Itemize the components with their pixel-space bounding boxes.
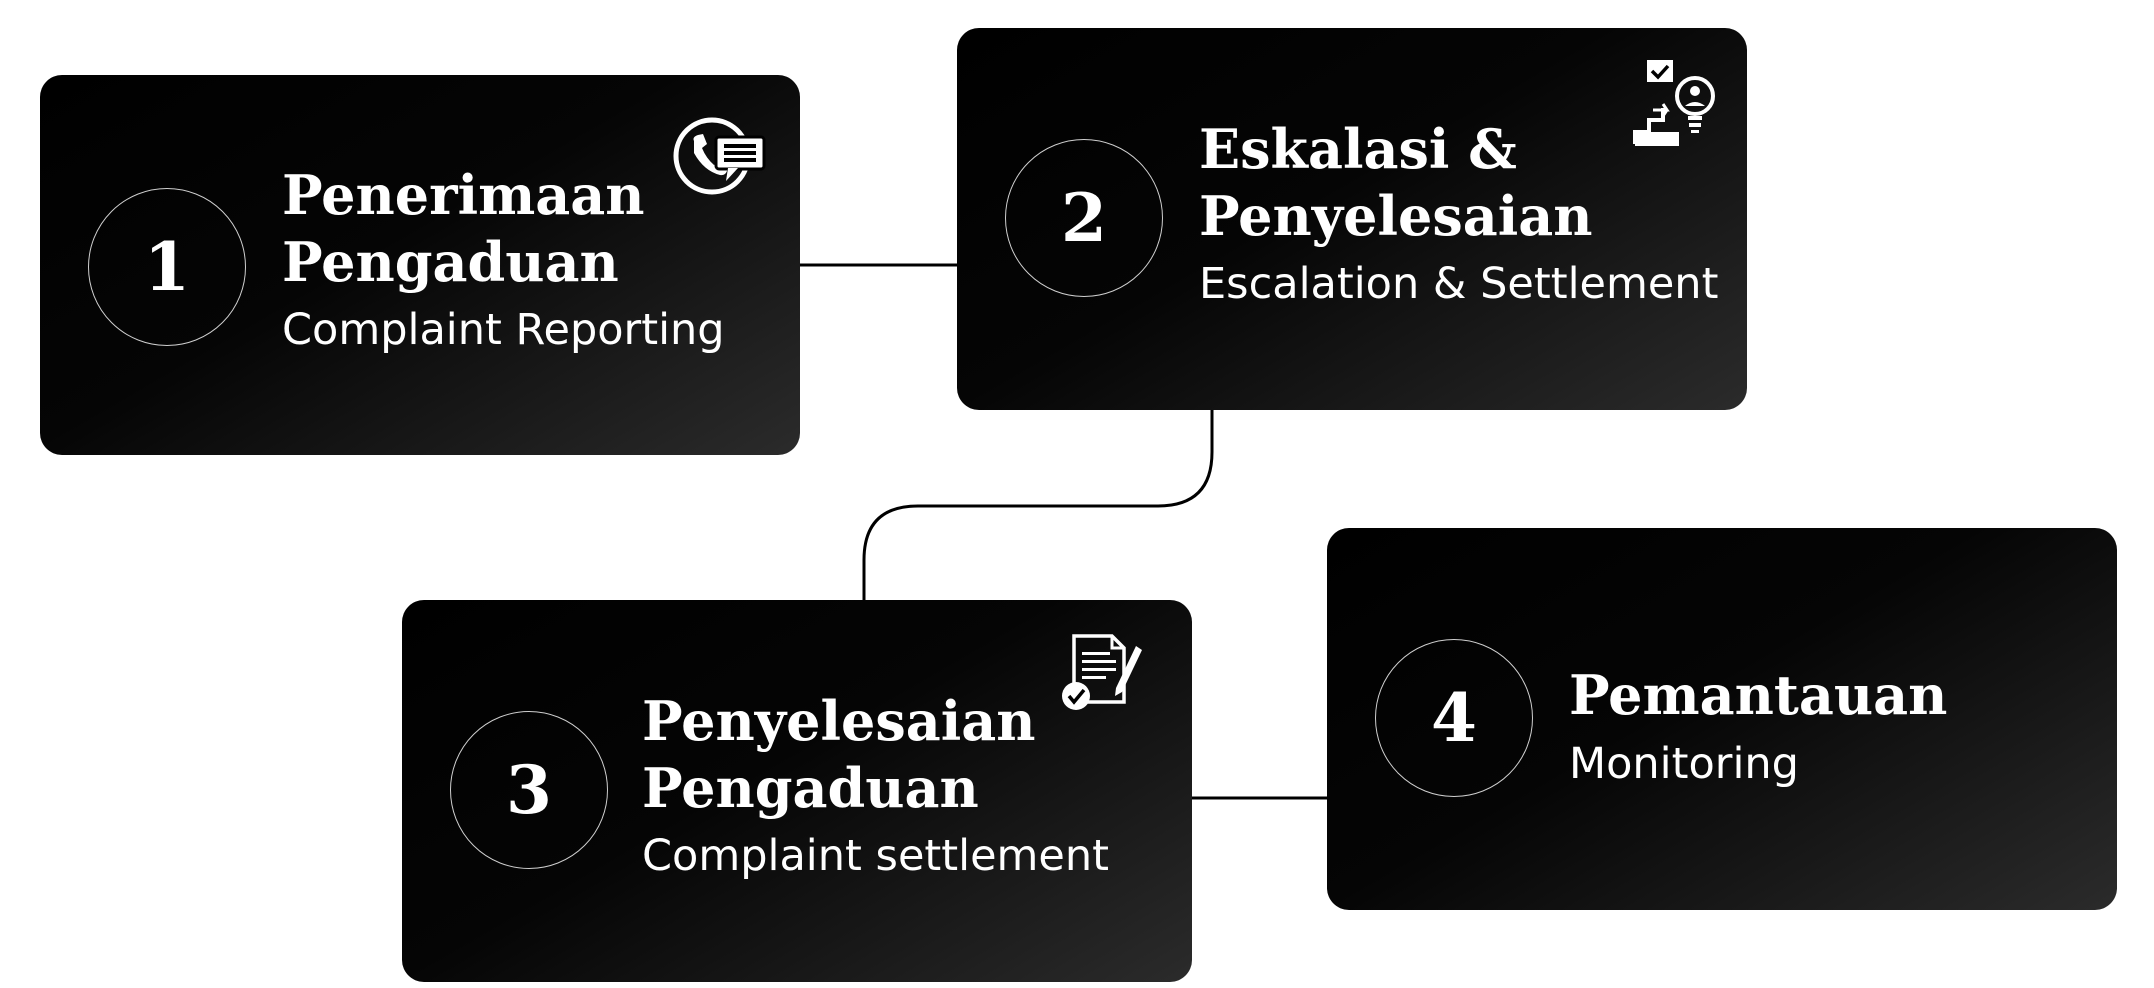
connector-2-3 — [862, 410, 1214, 600]
step-number-badge: 2 — [1005, 139, 1163, 297]
phone-chat-icon — [673, 117, 766, 195]
step-number: 4 — [1431, 679, 1477, 757]
step-title-line-2: Pengaduan — [282, 230, 619, 294]
step-number: 1 — [144, 228, 190, 306]
step-subtitle: Complaint settlement — [642, 831, 1109, 881]
step-number-badge: 1 — [88, 188, 246, 346]
step-title-line-2: Pengaduan — [642, 756, 979, 820]
step-number-badge: 3 — [450, 711, 608, 869]
step-number-badge: 4 — [1375, 639, 1533, 797]
step-title-line-1: Penerimaan — [282, 163, 645, 227]
step-card-4: 4 Pemantauan Monitoring — [1327, 528, 2117, 910]
step-title: Pemantauan — [1569, 663, 1948, 727]
step-subtitle: Monitoring — [1569, 739, 1799, 789]
step-subtitle: Escalation & Settlement — [1199, 259, 1719, 309]
step-title-line-2: Penyelesaian — [1199, 184, 1593, 248]
step-number: 3 — [506, 751, 552, 829]
step-card-1: 1 Penerimaan Pengaduan Complaint Reporti… — [40, 75, 800, 455]
step-card-2: 2 Eskalasi & Penyelesaian Escalation & S… — [957, 28, 1747, 410]
escalation-idea-icon — [1633, 60, 1715, 146]
step-card-3: 3 Penyelesaian Pengaduan Complaint settl… — [402, 600, 1192, 982]
step-title-line-1: Eskalasi & — [1199, 117, 1517, 181]
step-title-line-1: Penyelesaian — [642, 689, 1036, 753]
step-number: 2 — [1061, 179, 1107, 257]
step-subtitle: Complaint Reporting — [282, 305, 725, 355]
document-approval-icon — [1062, 634, 1142, 710]
